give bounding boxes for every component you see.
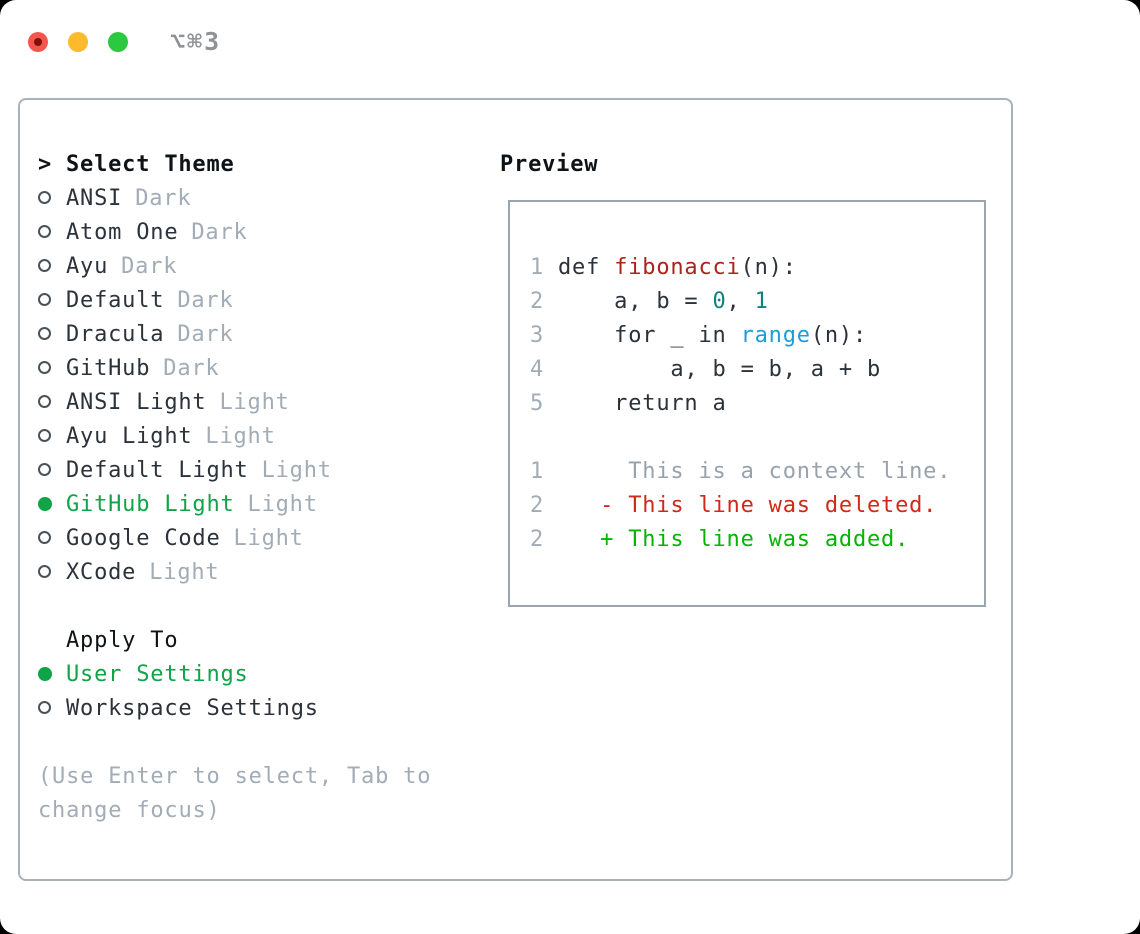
- window-titlebar: ⌥⌘3: [28, 27, 221, 56]
- diff-deleted-line: 2 - This line was deleted.: [530, 489, 984, 523]
- radio-unselected-icon: [38, 182, 66, 216]
- focus-caret-icon: >: [38, 152, 53, 177]
- close-button[interactable]: [28, 31, 48, 52]
- unsaved-indicator-icon: [34, 37, 42, 46]
- apply-option-user-settings[interactable]: User Settings: [38, 658, 431, 692]
- line-number: 2: [530, 289, 545, 314]
- radio-unselected-icon: [38, 352, 66, 386]
- line-number: 1: [530, 459, 545, 484]
- diff-added-line: 2 + This line was added.: [530, 523, 984, 557]
- preview-title: Preview: [500, 152, 599, 177]
- zoom-button[interactable]: [108, 31, 128, 52]
- apply-to-header: Apply To: [38, 624, 431, 658]
- blank-row: [38, 726, 431, 760]
- line-number: 4: [530, 357, 545, 382]
- line-number: 1: [530, 255, 545, 280]
- apply-option-workspace-settings[interactable]: Workspace Settings: [38, 692, 431, 726]
- line-number: 3: [530, 323, 545, 348]
- code-line: 2 a, b = 0, 1: [530, 285, 984, 319]
- line-number: 2: [530, 527, 545, 552]
- radio-unselected-icon: [38, 420, 66, 454]
- minimize-button[interactable]: [68, 31, 88, 52]
- keyboard-hint-line-1: (Use Enter to select, Tab to: [38, 764, 432, 789]
- radio-unselected-icon: [38, 216, 66, 250]
- radio-unselected-icon: [38, 692, 66, 726]
- line-number: 5: [530, 391, 545, 416]
- blank-row: [530, 421, 984, 455]
- radio-unselected-icon: [38, 556, 66, 590]
- diff-context-line: 1 This is a context line.: [530, 455, 984, 489]
- radio-unselected-icon: [38, 250, 66, 284]
- code-line: 4 a, b = b, a + b: [530, 353, 984, 387]
- radio-unselected-icon: [38, 386, 66, 420]
- code-line: 5 return a: [530, 387, 984, 421]
- window-shortcut-label: ⌥⌘3: [170, 27, 222, 56]
- radio-selected-icon: [38, 658, 66, 692]
- keyboard-hint-line-2: change focus): [38, 798, 221, 823]
- code-line: 3 for _ in range(n):: [530, 319, 984, 353]
- radio-unselected-icon: [38, 454, 66, 488]
- radio-unselected-icon: [38, 318, 66, 352]
- apply-to-title: Apply To: [66, 628, 179, 653]
- line-number: 2: [530, 493, 545, 518]
- select-theme-header: > Select Theme: [38, 148, 431, 182]
- blank-row: [38, 590, 431, 624]
- radio-unselected-icon: [38, 284, 66, 318]
- radio-unselected-icon: [38, 522, 66, 556]
- select-theme-title: Select Theme: [66, 152, 235, 177]
- radio-selected-icon: [38, 488, 66, 522]
